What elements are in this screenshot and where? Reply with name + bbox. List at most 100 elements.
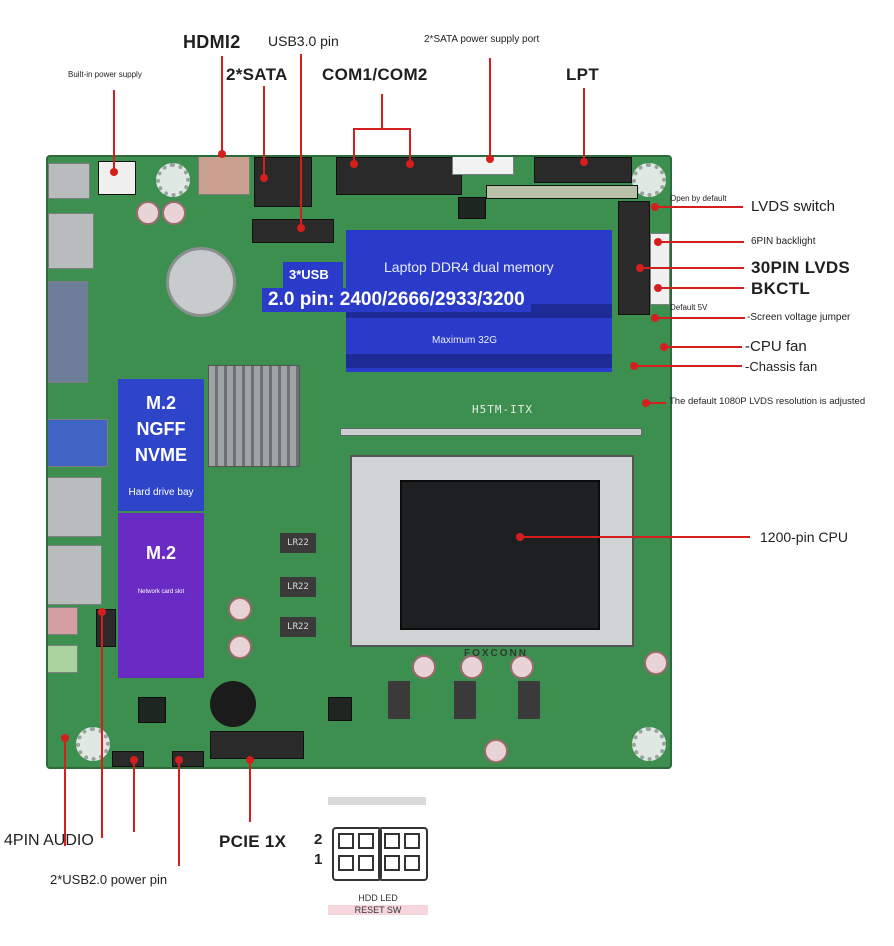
m2-nvme-line3: NVME xyxy=(134,445,187,465)
usb-port-stack xyxy=(48,213,94,269)
label-usb20-power-pin: 2*USB2.0 power pin xyxy=(50,872,168,887)
dc-jack xyxy=(48,163,90,199)
callout-line xyxy=(263,86,265,178)
pin-diagram-header xyxy=(328,797,426,805)
label-pcie-1x: PCIE 1X xyxy=(219,832,287,851)
label-open-by-default: Open by default xyxy=(670,194,727,203)
lvds-30pin-header xyxy=(618,201,650,315)
capacitor xyxy=(162,201,186,225)
callout-line xyxy=(655,317,745,319)
callout-line xyxy=(583,88,585,162)
hdmi-port xyxy=(198,157,250,195)
pin xyxy=(404,833,420,849)
callout-line xyxy=(221,56,223,156)
power-connector xyxy=(98,161,136,195)
callout-dot xyxy=(636,264,644,272)
m2-nvme-panel: M.2 NGFF NVME Hard drive bay xyxy=(118,379,204,511)
callout-line xyxy=(646,402,666,404)
callout-dot xyxy=(110,168,118,176)
audio-jack-pink xyxy=(48,607,78,635)
callout-dot xyxy=(516,533,524,541)
callout-line xyxy=(353,128,355,164)
m2-nvme-line2: NGFF xyxy=(136,419,186,439)
inductor: LR22 xyxy=(280,577,316,597)
lan-port-2 xyxy=(48,545,102,605)
vga-port xyxy=(48,281,88,383)
callout-line xyxy=(658,241,744,243)
label-com: COM1/COM2 xyxy=(322,65,428,84)
model-silkscreen: H5TM-ITX xyxy=(472,403,533,416)
callout-line xyxy=(634,365,742,367)
usb3-header xyxy=(252,219,334,243)
chip xyxy=(138,697,166,723)
label-lvds-switch: LVDS switch xyxy=(751,198,835,215)
label-bkctl: BKCTL xyxy=(751,279,811,298)
pin xyxy=(384,833,400,849)
pin xyxy=(384,855,400,871)
callout-dot xyxy=(651,203,659,211)
capacitor xyxy=(228,635,252,659)
label-chassis-fan: -Chassis fan xyxy=(745,359,818,374)
pcie-x1-slot xyxy=(210,731,304,759)
callout-dot xyxy=(406,160,414,168)
callout-dot xyxy=(61,734,69,742)
callout-line xyxy=(178,760,180,866)
callout-dot xyxy=(486,155,494,163)
usb-box-label: 3*USB xyxy=(289,267,329,282)
label-default-5v: Default 5V xyxy=(670,303,708,312)
callout-dot xyxy=(660,343,668,351)
inductor: LR22 xyxy=(280,617,316,637)
inductor xyxy=(454,681,476,719)
capacitor xyxy=(510,655,534,679)
label-6pin-backlight: 6PIN backlight xyxy=(751,236,816,247)
callout-dot xyxy=(246,756,254,764)
callout-line xyxy=(489,58,491,156)
callout-dot xyxy=(350,160,358,168)
pin xyxy=(404,855,420,871)
pin xyxy=(358,855,374,871)
callout-dot xyxy=(630,362,638,370)
callout-line xyxy=(300,54,302,226)
capacitor xyxy=(460,655,484,679)
chip xyxy=(328,697,352,721)
mounting-hole xyxy=(632,163,666,197)
cpu-socket-contacts xyxy=(400,480,600,630)
chipset-heatsink xyxy=(208,365,300,467)
ram-max: Maximum 32G xyxy=(432,335,498,346)
label-sata-power-port: 2*SATA power supply port xyxy=(424,34,540,45)
callout-dot xyxy=(580,158,588,166)
callout-line xyxy=(658,287,744,289)
hdd-led-label: HDD LED xyxy=(358,893,398,903)
label-30pin-lvds: 30PIN LVDS xyxy=(751,258,851,277)
usb3-port xyxy=(48,419,108,467)
pin-row-2-label: 2 xyxy=(314,831,323,848)
callout-dot xyxy=(654,284,662,292)
m2-network-panel: M.2 Network card slot xyxy=(118,513,204,678)
capacitor xyxy=(484,739,508,763)
callout-dot xyxy=(130,756,138,764)
capacitor xyxy=(136,201,160,225)
audio-jack-green xyxy=(48,645,78,673)
pin-row-1-label: 1 xyxy=(314,851,323,868)
callout-dot xyxy=(98,608,106,616)
inductor xyxy=(518,681,540,719)
label-lvds-resolution: The default 1080P LVDS resolution is adj… xyxy=(669,396,866,407)
callout-dot xyxy=(218,150,226,158)
inductor xyxy=(388,681,410,719)
callout-line xyxy=(640,267,744,269)
mounting-hole xyxy=(156,163,190,197)
socket-lever xyxy=(340,428,642,436)
mounting-hole xyxy=(632,727,666,761)
callout-dot xyxy=(260,174,268,182)
usb2-header xyxy=(112,751,144,767)
callout-dot xyxy=(651,314,659,322)
ram-speed: 2.0 pin: 2400/2666/2933/3200 xyxy=(262,288,531,312)
capacitor xyxy=(644,651,668,675)
inductor: LR22 xyxy=(280,533,316,553)
sata-power-header xyxy=(452,157,514,175)
callout-dot xyxy=(175,756,183,764)
callout-line xyxy=(520,536,750,538)
lvds-connector xyxy=(486,185,638,199)
label-hdmi2: HDMI2 xyxy=(183,32,241,52)
ram-title: Laptop DDR4 dual memory xyxy=(384,259,554,275)
